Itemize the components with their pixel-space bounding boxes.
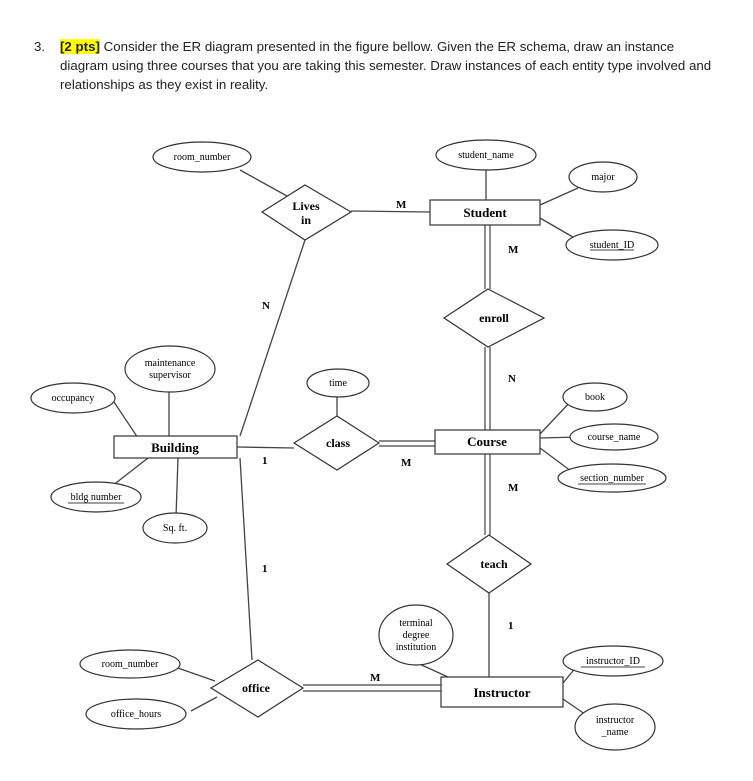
attribute-major (568, 161, 638, 193)
attribute-student-id (565, 229, 659, 261)
relationship-enroll (442, 288, 546, 348)
entity-course-label: Course (467, 434, 507, 449)
relationship-lives-in-label-2: in (301, 213, 311, 227)
attribute-section-number (557, 463, 667, 493)
attribute-sq-ft (142, 512, 208, 544)
relationship-teach-label: teach (480, 557, 508, 571)
attribute-book-label: book (585, 392, 605, 403)
attribute-maintenance-label-1: maintenance (145, 358, 196, 369)
attribute-time-label: time (329, 378, 347, 389)
attribute-room-number-bottom (79, 649, 181, 679)
attribute-terminal-label-3: institution (396, 642, 437, 653)
attribute-instructor-id (562, 645, 664, 677)
cardinality-teach-instructor: 1 (508, 620, 514, 632)
attribute-book (562, 382, 628, 412)
attribute-bldg-number (50, 481, 142, 513)
attribute-bldg-number-label: bldg number (71, 492, 122, 503)
attribute-instructor-name (574, 703, 656, 751)
cardinality-teach-course: M (508, 482, 519, 494)
attribute-sq-ft-label: Sq. ft. (163, 523, 187, 534)
relationship-office (209, 659, 305, 718)
connector-lines (111, 168, 593, 720)
attribute-maintenance-supervisor (124, 345, 216, 393)
entity-instructor (440, 676, 564, 708)
attribute-student-name (435, 139, 537, 171)
entity-instructor-label: Instructor (473, 685, 530, 700)
question-number: 3. (34, 39, 46, 54)
relationship-teach (445, 534, 533, 594)
cardinality-class-course: M (401, 457, 412, 469)
attribute-maintenance-label-2: supervisor (149, 370, 191, 381)
entity-student-label: Student (463, 205, 507, 220)
attribute-occupancy (30, 382, 116, 414)
relationship-lives-in-label-1: Lives (292, 199, 320, 213)
relationship-enroll-label: enroll (479, 311, 509, 325)
cardinality-lives-building: N (262, 300, 270, 312)
relationship-class (292, 415, 381, 471)
entity-building-label: Building (151, 440, 199, 455)
attribute-time (306, 368, 370, 398)
cardinality-class-building: 1 (262, 455, 268, 467)
question-prompt: Consider the ER diagram presented in the… (60, 39, 712, 92)
attribute-office-hours (85, 698, 187, 730)
attribute-instructor-name-label-2: _name (601, 727, 629, 738)
points-highlight: [2 pts] (60, 39, 100, 54)
attribute-student-id-label: student_ID (590, 240, 634, 251)
attribute-terminal-label-2: degree (403, 630, 430, 641)
attribute-student-name-label: student_name (458, 150, 514, 161)
attribute-course-name (569, 423, 659, 451)
attribute-room-number-bottom-label: room_number (102, 659, 159, 670)
cardinality-office-building: 1 (262, 563, 268, 575)
entity-student (429, 199, 541, 226)
relationship-class-label: class (326, 436, 350, 450)
relationship-lives-in (260, 184, 353, 241)
attribute-room-number-top-label: room_number (174, 152, 231, 163)
cardinality-enroll-course: N (508, 373, 516, 385)
attribute-terminal-label-1: terminal (399, 618, 433, 629)
attribute-instructor-name-label-1: instructor (596, 715, 635, 726)
cardinality-lives-student: M (396, 199, 407, 211)
cardinality-enroll-student: M (508, 244, 519, 256)
entity-building (113, 435, 238, 459)
relationship-office-label: office (242, 681, 271, 695)
attribute-course-name-label: course_name (588, 432, 641, 443)
attribute-instructor-id-label: instructor_ID (586, 656, 640, 667)
attribute-section-number-label: section_number (580, 473, 645, 484)
attribute-room-number-top (152, 141, 252, 173)
attribute-major-label: major (591, 172, 615, 183)
attribute-office-hours-label: office_hours (111, 709, 161, 720)
attribute-occupancy-label: occupancy (52, 393, 95, 404)
question-text: 3. [2 pts] Consider the ER diagram prese… (34, 37, 724, 94)
attribute-terminal-degree-institution (378, 604, 454, 666)
question-body: [2 pts] Consider the ER diagram presente… (60, 37, 724, 94)
entity-course (434, 429, 541, 455)
cardinality-office-instructor: M (370, 672, 381, 684)
